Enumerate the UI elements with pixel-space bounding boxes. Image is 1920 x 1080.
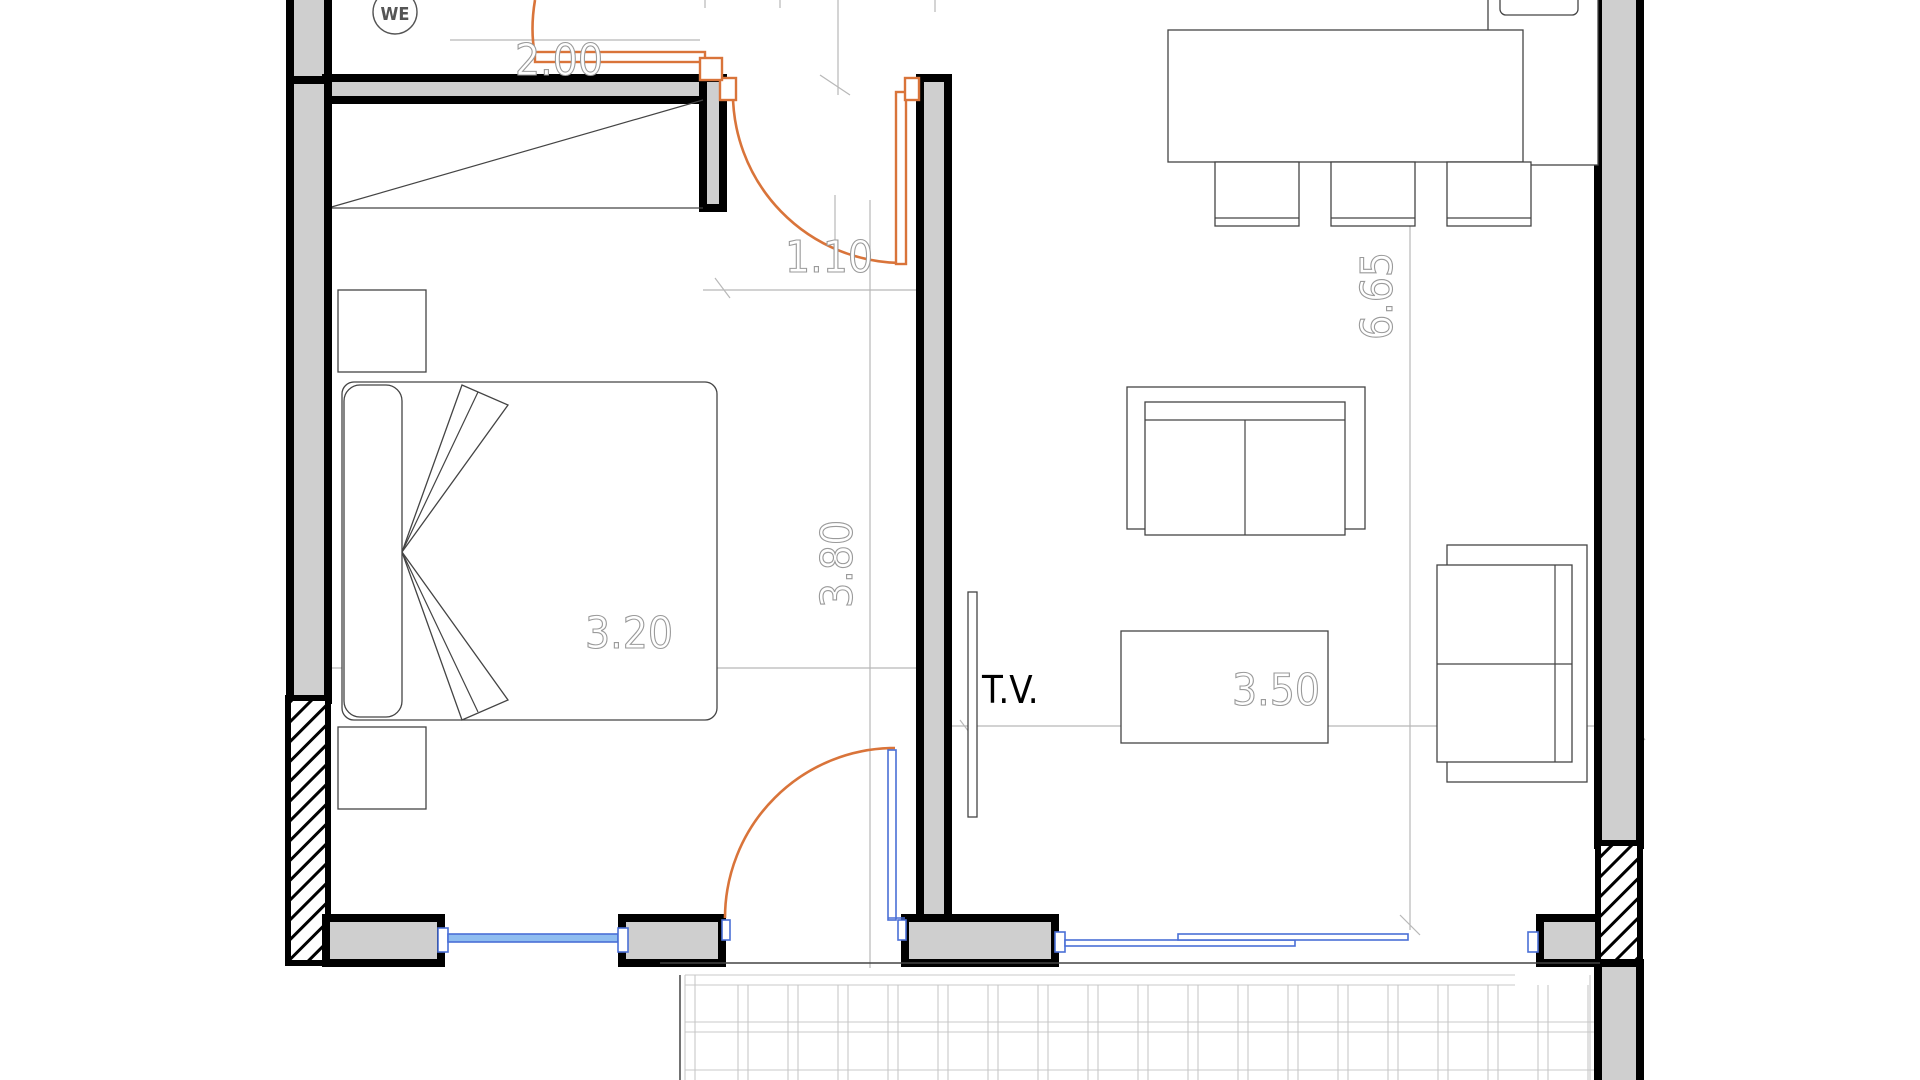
- living-slider-panel-2: [1177, 933, 1409, 941]
- windows: [437, 927, 1539, 953]
- wc-area: WE: [286, 0, 727, 212]
- bar-stool-3: [1446, 161, 1532, 227]
- dim-door-label: 1.10: [785, 232, 873, 283]
- wc-tag: WE: [381, 4, 410, 25]
- bar-stool-1: [1214, 161, 1300, 227]
- bedroom-window-jamb-right: [617, 927, 629, 953]
- coffee-table: [1120, 630, 1329, 744]
- dim-bed-width-label: 3.20: [585, 608, 673, 659]
- tv-unit: [967, 591, 978, 818]
- bedroom-window-jamb-left: [437, 927, 449, 953]
- bedroom-door-swing: [731, 87, 904, 265]
- bed-cover-fold-top: [401, 384, 509, 553]
- dim-bed-depth-label: 3.80: [812, 520, 863, 608]
- living-slider-jamb-left: [1054, 931, 1066, 953]
- bedroom-furniture: [337, 289, 718, 810]
- left-wall-hatch: [285, 695, 331, 966]
- nightstand-top: [337, 289, 427, 373]
- living-slider-panel-1: [1064, 939, 1296, 947]
- living-furniture: [967, 0, 1599, 818]
- wc-fixture-icon: [372, 0, 418, 35]
- bar-stool-2: [1330, 161, 1416, 227]
- wardrobe: [327, 99, 704, 209]
- kitchen-sink: [1499, 0, 1579, 16]
- wc-door-swing: [531, 0, 537, 56]
- dim-top-label: 2.00: [515, 35, 603, 86]
- living-slider-jamb-right: [1527, 931, 1539, 953]
- kitchen-island: [1167, 29, 1524, 163]
- tv-label: T.V.: [981, 668, 1039, 712]
- right-wall-hatch: [1595, 840, 1643, 966]
- bed-cover-fold-bottom: [401, 551, 509, 721]
- doors: [698, 56, 921, 941]
- bedroom-door-leaf: [894, 90, 908, 266]
- dim-living-depth-label: 6.65: [1352, 252, 1403, 340]
- balcony-door-swing: [723, 746, 896, 919]
- balcony-tiles: [684, 974, 1600, 1080]
- dim-living-width-label: 3.50: [1232, 665, 1320, 716]
- bedroom-window-glass: [447, 933, 619, 943]
- labels: 2.00 1.10 3.20 3.80 3.50 6.65 T.V.: [514, 34, 1403, 716]
- balcony-door-leaf: [887, 749, 897, 921]
- bed-pillows: [343, 384, 403, 718]
- nightstand-bottom: [337, 726, 427, 810]
